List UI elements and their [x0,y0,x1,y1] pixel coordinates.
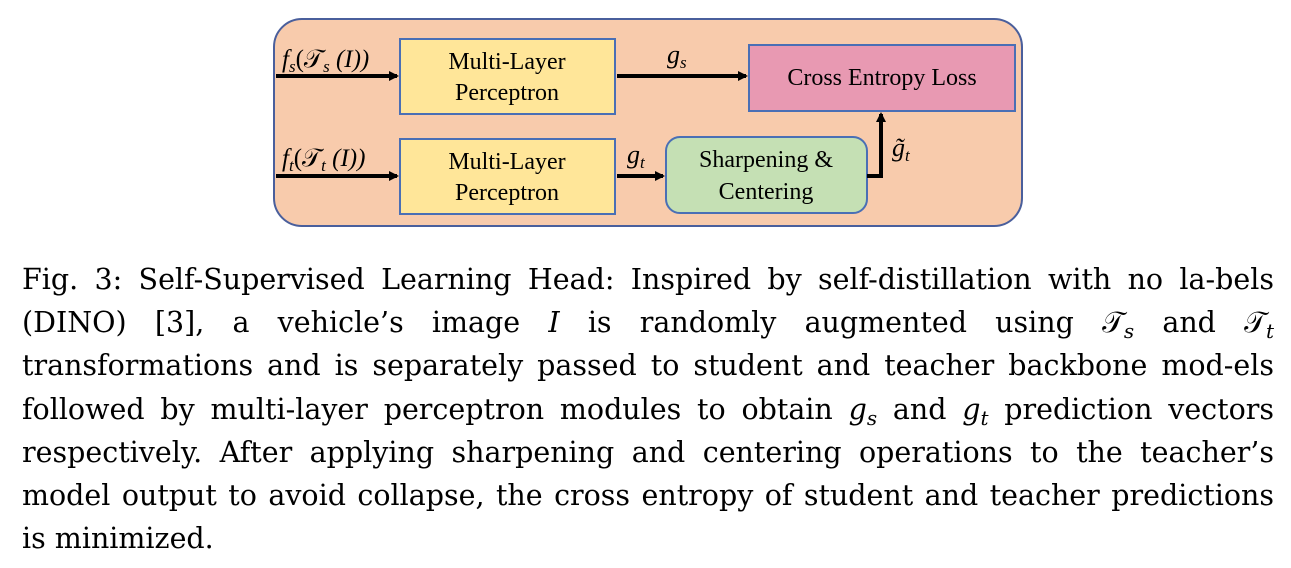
sharpen-center-label-line1: Sharpening & [699,147,833,173]
caption-text-3: and [1134,306,1245,340]
cross-entropy-loss-box [748,44,1016,112]
cross-entropy-loss-label: Cross Entropy Loss [787,65,976,91]
gs-symbol: gs [848,392,878,430]
gt-tilde-label: g̃t [892,133,911,165]
figure-label: Fig. 3: [22,263,123,296]
ts-symbol: 𝒯s [1102,306,1135,344]
caption-text-2: is randomly augmented using [559,306,1103,340]
caption-text-5: and [877,392,963,426]
caption-text-6: prediction vectors respectively. After a… [22,392,1275,556]
figure-caption: Fig. 3: Self-Supervised Learning Head: I… [22,258,1274,560]
image-variable: I [548,306,560,340]
gt-tilde-arrow [867,112,886,178]
gs-label: gs [667,40,687,72]
gt-label: gt [627,140,646,172]
tt-symbol: 𝒯t [1244,306,1274,344]
diagram: Multi-Layer Perceptron Multi-Layer Perce… [273,18,1023,227]
mlp-teacher-label-line1: Multi-Layer [448,149,565,175]
teacher-input-label: ft(𝒯t (I)) [282,145,365,175]
caption-text-4: transformations and is separately passed… [22,349,1274,426]
mlp-student-label-line2: Perceptron [455,80,559,106]
gt-symbol: gt [962,392,989,430]
mlp-teacher-box [399,138,616,215]
sharpen-center-label-line2: Centering [719,179,814,205]
mlp-teacher-label-line2: Perceptron [455,180,559,206]
student-input-label: fs(𝒯s (I)) [282,46,369,76]
mlp-student-label-line1: Multi-Layer [448,49,565,75]
caption-text-1: Self-Supervised Learning Head: Inspired … [22,263,1274,340]
mlp-student-box [399,38,616,115]
